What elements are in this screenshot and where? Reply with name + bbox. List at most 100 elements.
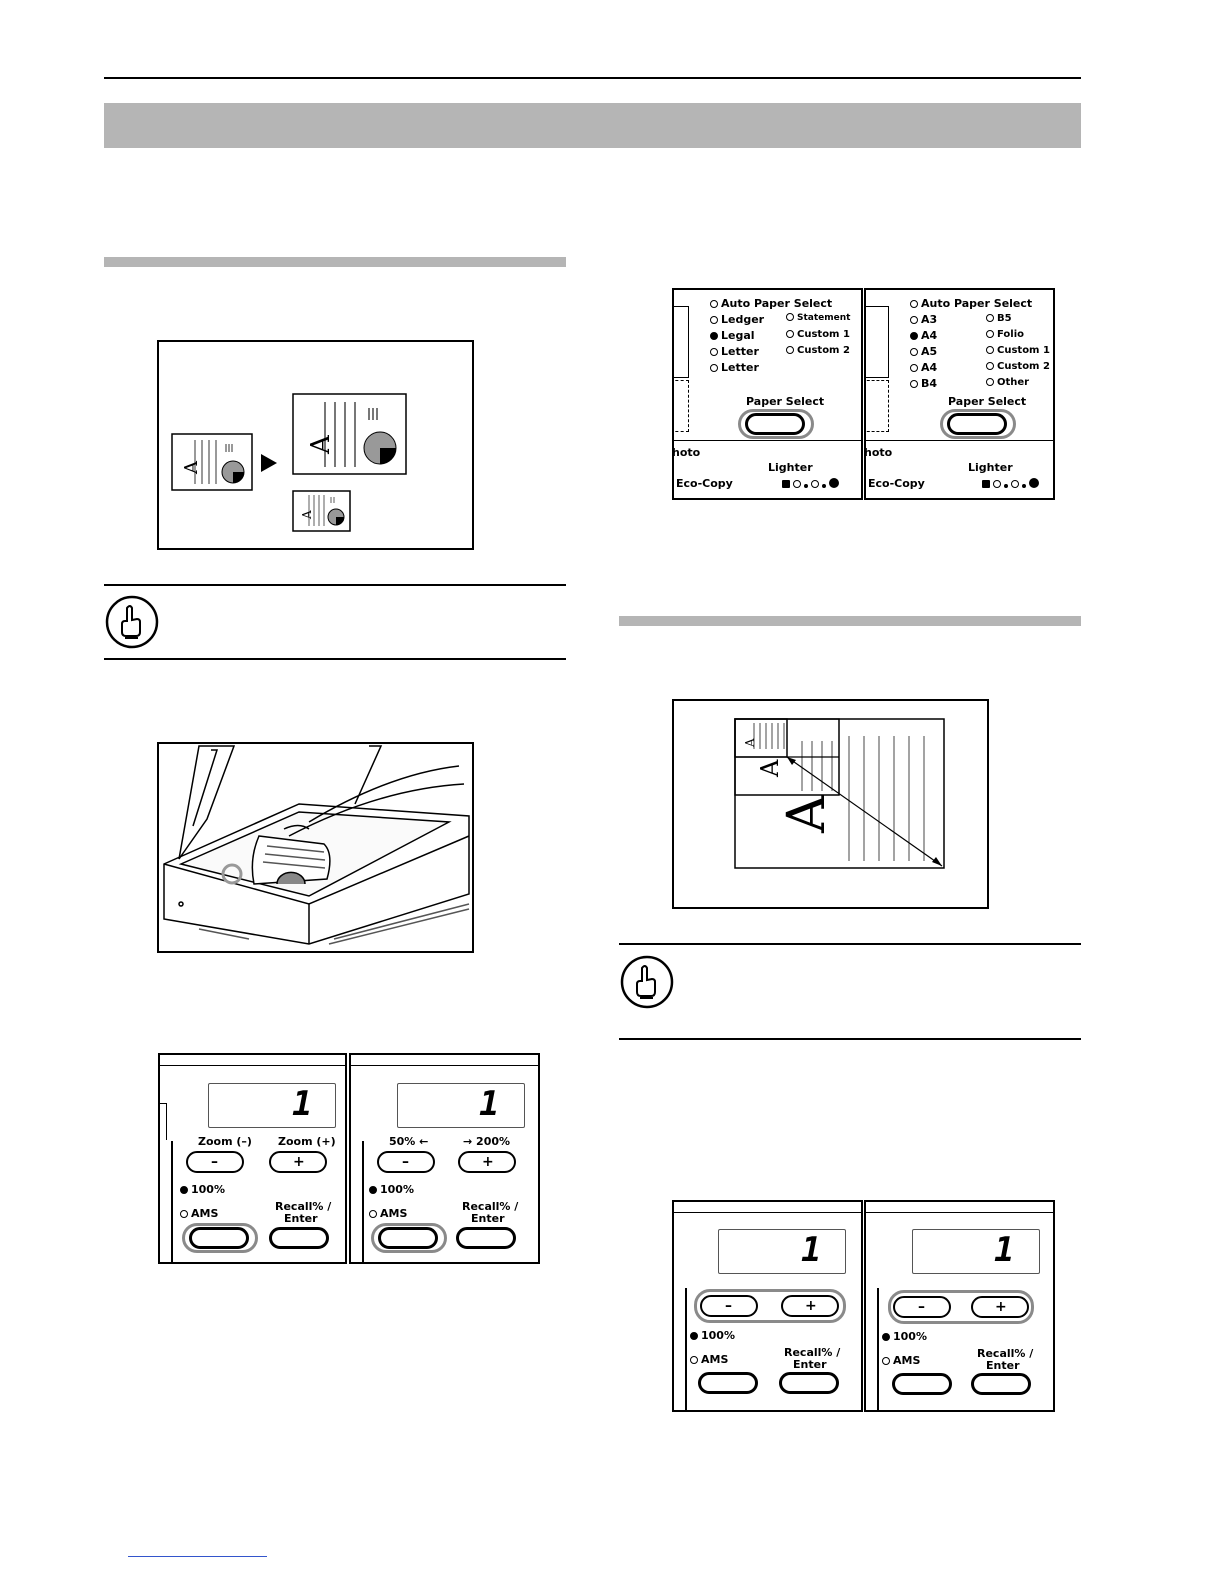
indicator-line xyxy=(171,1141,173,1262)
paper-option-label: Custom 1 xyxy=(997,345,1050,356)
zoom-minus-button[interactable]: – xyxy=(893,1296,951,1318)
lighter-label: Lighter xyxy=(768,461,813,474)
paper-option-other: Other xyxy=(986,377,1029,388)
letter-a-medium: A xyxy=(756,759,784,778)
enlargement-illustration: A A A xyxy=(157,340,474,550)
auto-paper-label: Auto Paper Select xyxy=(921,297,1033,310)
control-panel-zoom-buttons-metric: 1 – + 100% AMS Recall% / Enter xyxy=(864,1200,1055,1412)
paper-option-custom1: Custom 1 xyxy=(986,345,1050,356)
indicator-100-label: 100% xyxy=(893,1330,927,1343)
paper-option-label: Statement xyxy=(797,313,851,323)
ams-button[interactable] xyxy=(698,1372,758,1394)
eco-copy-label: Eco-Copy xyxy=(676,477,733,490)
paper-option-b4: B4 xyxy=(910,377,937,390)
panel-bevel-line xyxy=(160,1065,345,1066)
paper-option-label: Letter xyxy=(721,345,759,358)
subsection-bar-right xyxy=(619,616,1081,626)
indicator-line xyxy=(685,1288,687,1410)
recall-enter-button[interactable] xyxy=(456,1227,516,1249)
zoom-minus-label: Zoom (–) xyxy=(198,1135,252,1148)
count-display xyxy=(208,1083,336,1128)
paper-select-button[interactable] xyxy=(947,413,1007,435)
letter-a-large: A xyxy=(306,434,336,455)
zoom-minus-button[interactable]: – xyxy=(377,1151,435,1173)
control-panel-paper-metric: Auto Paper Select A3 A4 A5 A4 B4 B5 Foli… xyxy=(864,288,1055,500)
recall-label: Recall% / xyxy=(462,1200,519,1213)
control-panel-zoom-metric: 1 50% ← → 200% – + 100% AMS Recall% / En… xyxy=(349,1053,540,1264)
zoom-plus-button[interactable]: + xyxy=(781,1295,839,1317)
top-rule xyxy=(104,77,1081,79)
paper-option-label: B4 xyxy=(921,377,938,390)
recall-label: Recall% / xyxy=(784,1346,841,1359)
photo-mode-label: hoto xyxy=(672,446,701,459)
zoom-minus-button[interactable]: – xyxy=(700,1295,758,1317)
zoom-plus-button[interactable]: + xyxy=(458,1151,516,1173)
letter-a-small: A xyxy=(181,460,202,475)
paper-option-label: A3 xyxy=(921,313,938,326)
indicator-100-label: 100% xyxy=(701,1329,735,1342)
note-hand-icon xyxy=(104,594,160,650)
subsection-bar-left xyxy=(104,257,566,267)
control-panel-zoom-buttons-inch: 1 – + 100% AMS Recall% / Enter xyxy=(672,1200,863,1412)
zoom-plus-button[interactable]: + xyxy=(971,1296,1029,1318)
auto-paper-option: Auto Paper Select xyxy=(710,297,832,310)
paper-option-label: Ledger xyxy=(721,313,765,326)
recall-label: Recall% / xyxy=(275,1200,332,1213)
paper-option-label: Letter xyxy=(721,361,759,374)
panel-edge-shapes xyxy=(674,306,689,378)
indicator-line xyxy=(877,1288,879,1410)
enter-label: Enter xyxy=(471,1212,505,1225)
ams-button[interactable] xyxy=(892,1373,952,1395)
panel-edge-bracket xyxy=(160,1103,167,1140)
zoom-buttons-highlight xyxy=(694,1289,846,1323)
paper-option-statement: Statement xyxy=(786,313,850,323)
paper-option-label: Legal xyxy=(721,329,755,342)
panel-bevel-line xyxy=(866,1212,1053,1213)
plus-symbol: + xyxy=(995,1299,1007,1315)
plus-symbol: + xyxy=(805,1298,817,1314)
recall-enter-button[interactable] xyxy=(971,1373,1031,1395)
paper-option-legal: Legal xyxy=(710,329,755,342)
note-rule-bottom-left xyxy=(104,658,566,660)
paper-select-button[interactable] xyxy=(745,413,805,435)
enter-label: Enter xyxy=(793,1358,827,1371)
note-rule-bottom-right xyxy=(619,1038,1081,1040)
ams-label: AMS xyxy=(380,1207,408,1220)
ams-button-highlight xyxy=(371,1223,447,1253)
section-header-band xyxy=(104,103,1081,148)
paper-option-label: Other xyxy=(997,377,1030,388)
paper-option-label: B5 xyxy=(997,313,1012,324)
minus-symbol: – xyxy=(211,1154,218,1170)
panel-divider xyxy=(866,440,1053,441)
copy-count-digit: 1 xyxy=(292,1084,313,1124)
plus-symbol: + xyxy=(293,1154,305,1170)
zoom-minus-button[interactable]: – xyxy=(186,1151,244,1173)
recall-enter-button[interactable] xyxy=(779,1372,839,1394)
note-rule-top-left xyxy=(104,584,566,586)
zoom-diagonal-graphic: A A A xyxy=(734,718,945,869)
paper-option-letter-r: Letter xyxy=(710,345,759,358)
paper-option-ledger: Ledger xyxy=(710,313,764,326)
copier-placing-original-graphic xyxy=(163,745,470,945)
auto-paper-label: Auto Paper Select xyxy=(721,297,833,310)
paper-option-a5: A5 xyxy=(910,345,937,358)
letter-a-small: A xyxy=(743,738,757,748)
ams-button[interactable] xyxy=(378,1227,438,1249)
control-panel-zoom-inch: 1 Zoom (–) Zoom (+) – + 100% AMS Recall%… xyxy=(158,1053,347,1264)
eco-copy-label: Eco-Copy xyxy=(868,477,925,490)
recall-label: Recall% / xyxy=(977,1347,1034,1360)
enlargement-graphic: A A A xyxy=(171,393,407,532)
copy-count-digit: 1 xyxy=(479,1084,500,1124)
paper-option-label: A4 xyxy=(921,329,938,342)
recall-enter-button[interactable] xyxy=(269,1227,329,1249)
paper-option-a4: A4 xyxy=(910,361,937,374)
indicator-line xyxy=(362,1141,364,1262)
panel-edge-dashed xyxy=(866,380,889,432)
paper-option-letter: Letter xyxy=(710,361,759,374)
enter-label: Enter xyxy=(284,1212,318,1225)
zoom-plus-button[interactable]: + xyxy=(269,1151,327,1173)
count-display xyxy=(397,1083,525,1128)
ams-button[interactable] xyxy=(189,1227,249,1249)
ams-button-highlight xyxy=(182,1223,258,1253)
paper-option-b5: B5 xyxy=(986,313,1012,324)
